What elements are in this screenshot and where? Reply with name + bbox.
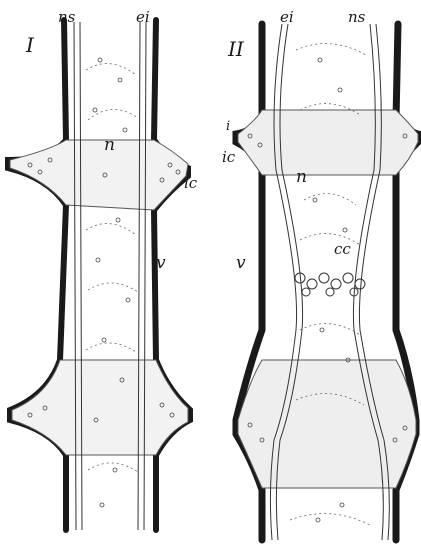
label-ei-one: ei (136, 8, 150, 26)
panel-two-numeral: II (227, 37, 245, 61)
label-ns-two: ns (348, 8, 366, 26)
label-v-two: v (236, 253, 246, 273)
panel-two-cartilage-lower (238, 360, 416, 488)
panel-one-cartilage-upper (10, 140, 188, 210)
label-ei-two: ei (280, 8, 294, 26)
label-cc-two: cc (334, 240, 351, 258)
label-ns-one: ns (58, 8, 76, 26)
label-n-one: n (104, 135, 115, 155)
label-ic-two: ic (222, 148, 236, 166)
panel-one: I ns ei n ic v (8, 8, 198, 530)
panel-two: II ei ns i ic n cc v (222, 8, 418, 540)
panel-two-cartilage-upper (238, 110, 418, 175)
label-i-two: i (226, 119, 230, 134)
label-v-one: v (156, 253, 166, 273)
panel-one-cartilage-lower (12, 360, 188, 455)
label-ic-one: ic (184, 174, 198, 192)
panel-one-numeral: I (25, 33, 35, 57)
label-n-two: n (296, 167, 307, 187)
